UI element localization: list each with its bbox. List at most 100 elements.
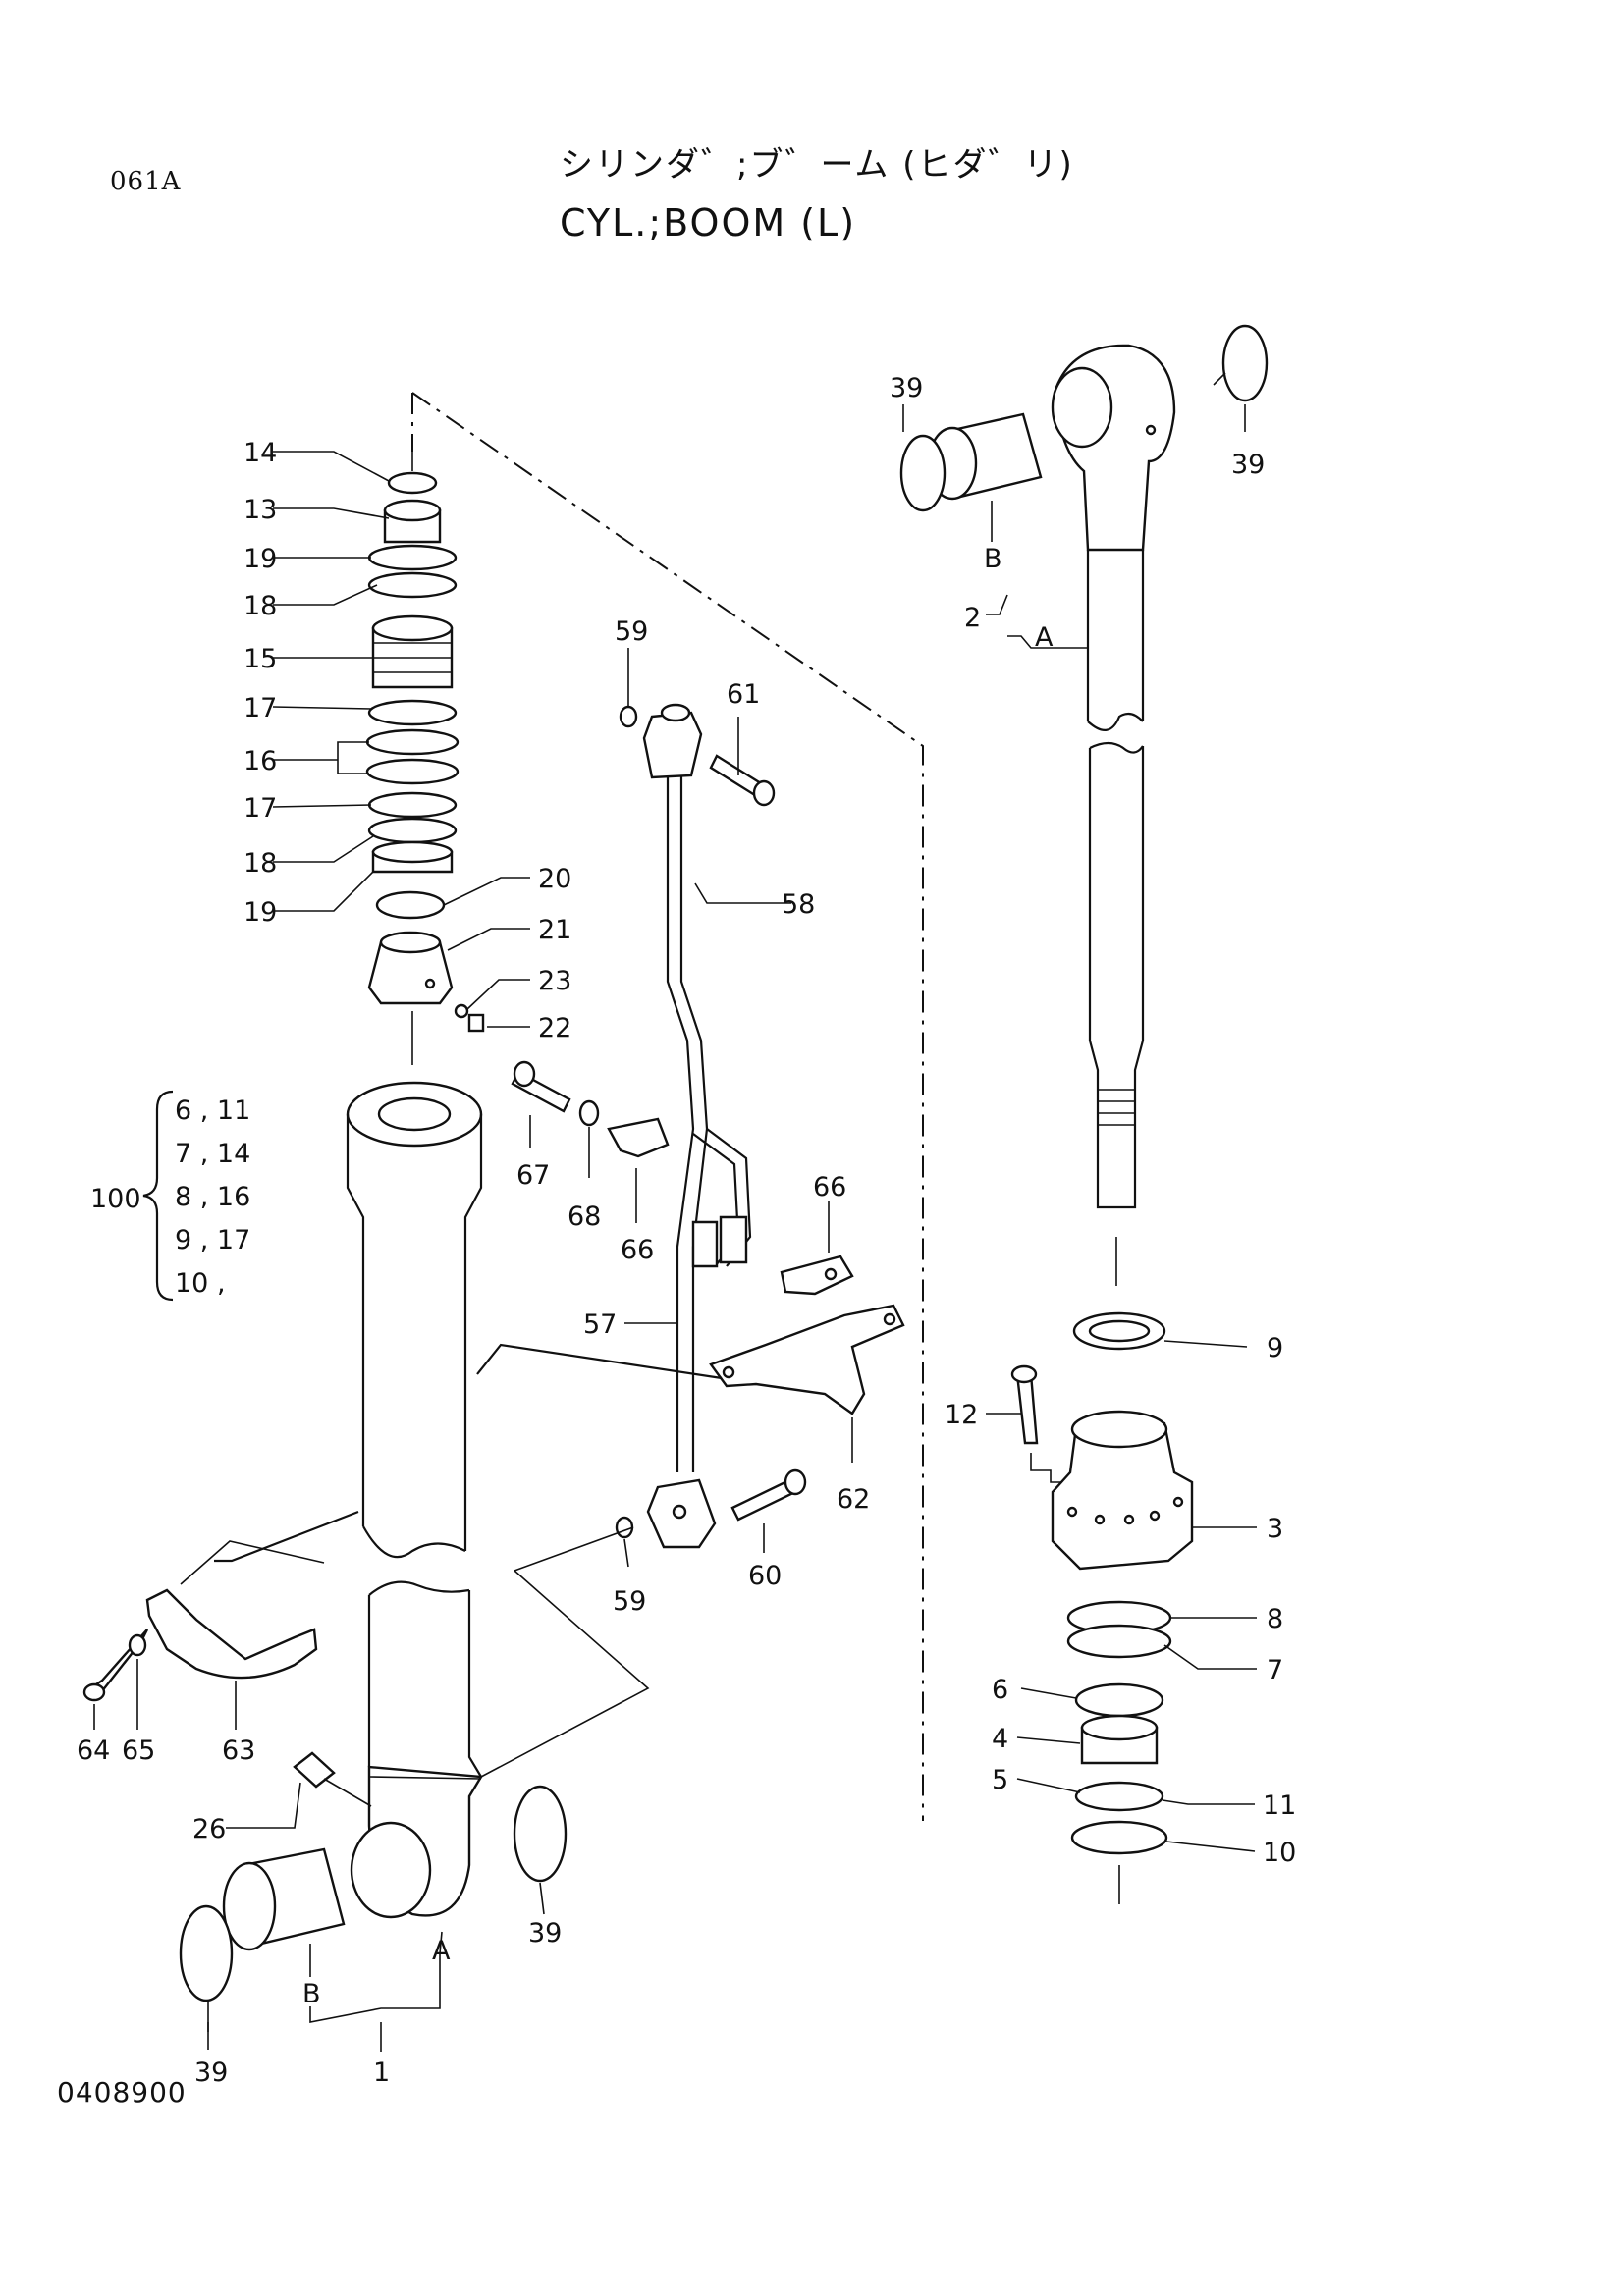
pipe-connector-2 [691,1220,719,1268]
part-6-ring [1074,1682,1164,1718]
rod-lower [1088,746,1145,1209]
part-39-seal-right-left [899,434,947,512]
callout-9: 9 [1267,1333,1283,1363]
callout-67: 67 [516,1160,550,1191]
part-9-inner [1088,1319,1151,1343]
callout-64: 64 [77,1735,110,1766]
gland-hole [1149,1510,1161,1522]
callout-5: 5 [992,1765,1008,1795]
part-7-ring [1066,1624,1172,1659]
callout-66: 66 [621,1235,654,1265]
piping-assembly [615,703,807,1549]
callout-14: 14 [243,438,277,468]
kit-row: 9 , 17 [175,1225,250,1255]
drawing-number: 0408900 [57,2076,187,2109]
washer-65 [128,1633,147,1657]
clip-66-hole [824,1267,838,1281]
callout-59: 59 [615,616,648,647]
part-5-ring [1074,1781,1164,1812]
callout-22: 22 [538,1013,571,1043]
part-16-seal-a [365,728,460,756]
callout-61: 61 [727,679,760,710]
callout-26: 26 [192,1814,226,1844]
part-59-oring-bottom [615,1516,634,1539]
tube-right-wall [463,1114,483,1551]
rod-break-b [1089,741,1144,754]
bolt-67-head [513,1060,536,1088]
gland-hole [1094,1514,1106,1525]
kit-brace [142,1090,174,1302]
tube-left-wall [346,1114,365,1526]
flange-guide-lines [480,1526,650,1778]
part-10-oring [1070,1820,1168,1855]
part-39-seal-right-right [1221,324,1269,402]
clamp-63-guide-2 [180,1540,325,1585]
callout-39: 39 [1231,450,1265,480]
gland-hole [1172,1496,1184,1508]
part-20-washer [375,890,446,920]
part-23-ball [454,1003,469,1019]
callout-3: 3 [1267,1514,1283,1544]
callout-66: 66 [813,1172,846,1202]
rod-eye-greaser [1145,424,1157,436]
clamp-63-guide-line [214,1510,359,1563]
part-3-top [1070,1410,1168,1449]
bolt-12-head [1010,1364,1038,1384]
callout-20: 20 [538,864,571,894]
callout-4: 4 [992,1724,1008,1754]
part-18-ring-b [367,817,458,844]
cylinder-tube [179,1081,568,2002]
letter-b: B [302,1979,321,2009]
page-code: 061A [110,167,182,196]
rod-break-a [1087,712,1144,731]
clip-assembly-66 [511,1060,854,1296]
callout-17: 17 [243,693,277,723]
callout-13: 13 [243,495,277,525]
letter-a: A [1035,622,1054,653]
part-59-oring-top [619,705,638,728]
callout-2: 2 [964,603,981,633]
upper-flange-cap [660,703,691,722]
callout-15: 15 [243,644,277,674]
part-17-ring-a [367,699,458,726]
tube-break-top [362,1525,466,1559]
tube-weld-line [368,1776,482,1780]
callout-6: 6 [992,1675,1008,1705]
bushing-left [222,1847,346,1951]
rod-eye-bore [1051,366,1113,449]
tube-lower-right [467,1590,482,1778]
callout-10: 10 [1263,1838,1296,1868]
piston-stack [365,452,485,1065]
bolt-12 [1015,1372,1039,1445]
callout-39: 39 [890,373,923,403]
assembly-boundary-line [411,392,924,1821]
callout-57: 57 [583,1309,617,1340]
bracket-62-body [709,1304,905,1415]
part-13-top [383,499,442,522]
callout-68: 68 [568,1201,601,1232]
leader-lines [93,372,1257,2052]
clamp-63 [82,1588,318,1702]
bolt-64-head [82,1682,106,1702]
callout-labels: 14 13 19 18 15 17 16 17 18 19 20 21 23 2… [77,373,1296,2088]
part-15-top [371,614,454,642]
callout-7: 7 [1267,1655,1283,1685]
part-19-ring-a [367,544,458,571]
pipe-58-wall [679,775,709,1472]
port-26-fitting [293,1751,372,1807]
callout-18: 18 [243,848,277,879]
upper-flange-block [642,711,703,779]
part-16-seal-b [365,758,460,785]
port-26-body [293,1751,336,1789]
callout-11: 11 [1263,1790,1296,1821]
callout-12: 12 [945,1400,978,1430]
letter-a: A [432,1936,451,1966]
callout-1: 1 [373,2057,390,2088]
callout-23: 23 [538,966,571,996]
part-17-ring-b [367,791,458,819]
kit-row: 7 , 14 [175,1139,250,1169]
kit-row: 10 , [175,1268,226,1299]
callout-39: 39 [194,2057,228,2088]
bracket-62 [709,1304,905,1415]
gland-hole [1066,1506,1078,1518]
